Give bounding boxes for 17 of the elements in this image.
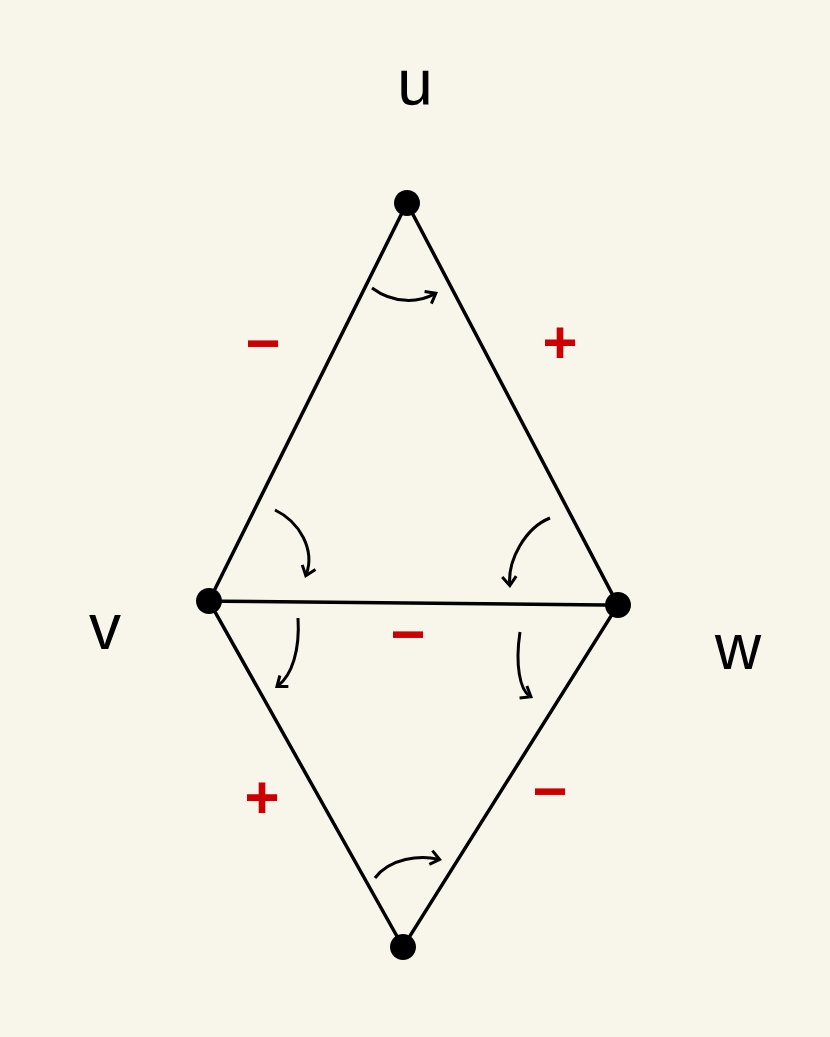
vertex-dot: [394, 190, 420, 216]
edge-line: [213, 610, 399, 938]
edge-line: [411, 212, 614, 596]
vertex-label: w: [714, 635, 762, 669]
sign-label: −: [247, 340, 279, 347]
vertex-label: v: [89, 615, 121, 649]
vertex-dot: [605, 592, 631, 618]
sign-label: −: [534, 788, 566, 795]
edge-line: [408, 614, 613, 938]
vertex-label: u: [401, 70, 429, 106]
edge-line: [220, 599, 607, 607]
sign-label: +: [247, 782, 278, 813]
vertex-dot: [390, 934, 416, 960]
sign-label: −: [392, 631, 424, 638]
sign-label: +: [545, 327, 576, 358]
edge-line: [213, 213, 403, 591]
vertex-dot: [196, 588, 222, 614]
